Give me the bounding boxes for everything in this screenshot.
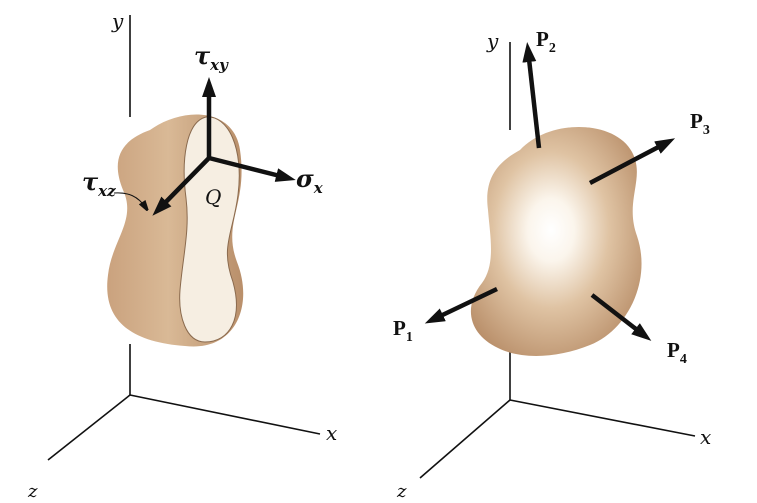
right-x-axis — [509, 399, 696, 437]
p2-arrow — [522, 42, 542, 149]
point-q-label: Q — [205, 185, 221, 209]
sigma-x-label: σx — [296, 164, 324, 197]
p4-arrow — [590, 293, 652, 341]
left-z-axis — [47, 394, 131, 461]
tau-xz-label: τxz — [82, 167, 116, 200]
p2-label: P2 — [536, 27, 556, 56]
sigma-x-arrow — [208, 155, 296, 182]
left-x-axis — [129, 394, 321, 435]
tau-xy-label: τxy — [194, 41, 229, 74]
right-z-axis-label: z — [396, 481, 407, 502]
right-z-axis — [419, 399, 511, 479]
right-axes — [419, 42, 696, 479]
left-z-axis-label: z — [27, 481, 38, 502]
p3-label: P3 — [690, 109, 710, 138]
left-figure: y x z Q τxy σx τxz — [27, 9, 337, 502]
p3-arrow — [588, 138, 676, 185]
left-y-axis-label: y — [111, 9, 124, 33]
right-x-axis-label: x — [700, 425, 711, 449]
left-axes — [47, 15, 321, 461]
p1-label: P1 — [393, 316, 413, 345]
tau-xz-arrow — [152, 156, 211, 216]
left-x-axis-label: x — [326, 421, 337, 445]
right-figure: y x z P1 P2 P3 P4 — [393, 27, 711, 502]
p4-label: P4 — [667, 338, 687, 367]
tau-xz-leader — [113, 192, 146, 208]
p1-arrow — [424, 286, 498, 324]
right-body — [470, 126, 642, 356]
right-y-axis-label: y — [486, 29, 499, 53]
